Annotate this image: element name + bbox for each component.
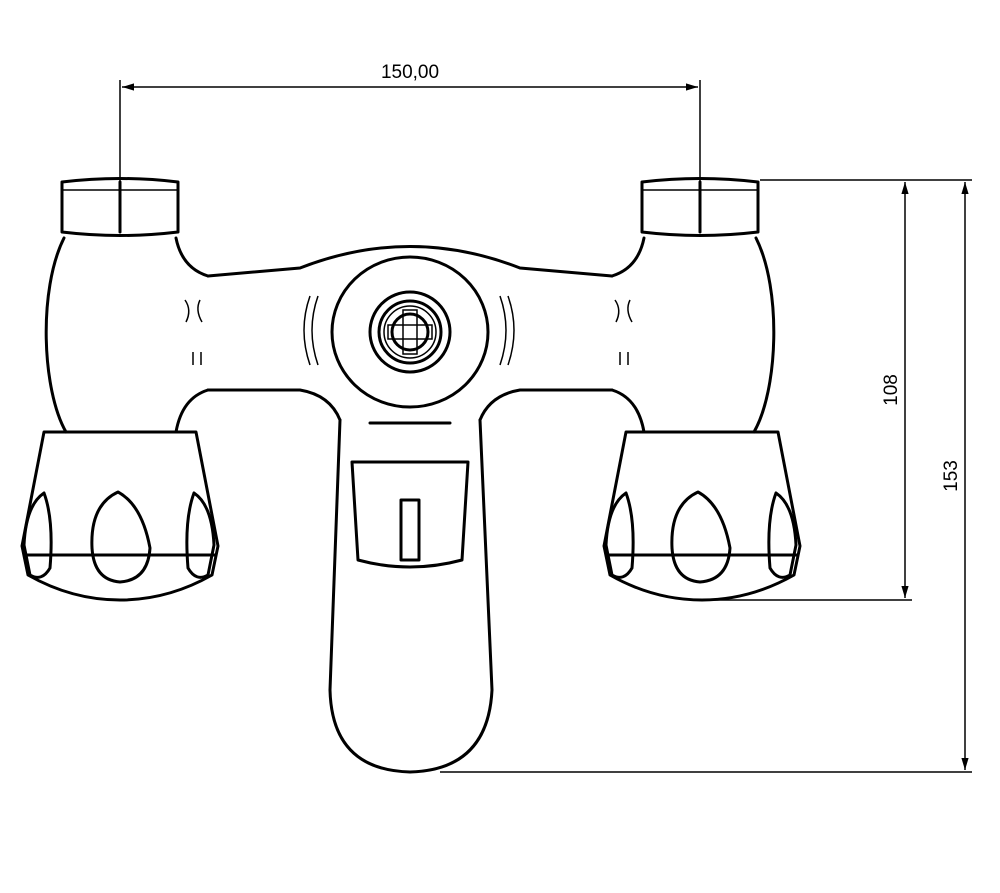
bridge-bottom-right [478, 388, 614, 422]
center-fitting-core [390, 312, 430, 352]
left-handle-grip-left [22, 491, 53, 579]
center-fitting-outer [368, 290, 452, 374]
right-handle [602, 430, 802, 602]
right-handle-grip-right [767, 491, 798, 579]
left-valve [20, 177, 220, 602]
inner-height-dimension-label: 108 [881, 374, 902, 406]
spout-outline [328, 418, 494, 774]
right-valve [602, 177, 802, 602]
left-handle [20, 430, 220, 602]
center-outer-ring [330, 255, 490, 409]
dimension-outer-height: 153 [440, 182, 972, 773]
central-bridge [206, 245, 614, 425]
bridge-bottom-left [206, 388, 342, 422]
aerator-housing [350, 460, 470, 569]
center-fitting-middle [377, 299, 443, 365]
dimension-inner-height: 108 [700, 179, 972, 601]
right-hex-nut [640, 177, 760, 237]
right-body-outline [752, 236, 776, 434]
outer-height-dimension-label: 153 [941, 460, 962, 492]
left-body-outline [44, 236, 68, 434]
aerator-slot [399, 498, 421, 562]
width-dimension-label: 150,00 [381, 62, 439, 83]
right-handle-grip-center [670, 490, 732, 584]
left-hex-nut [60, 177, 180, 237]
bridge-top-outline [206, 245, 614, 278]
left-handle-grip-right [185, 491, 216, 579]
spout [328, 418, 494, 774]
left-handle-grip-center [90, 490, 152, 584]
dimension-width: 150,00 [119, 62, 701, 182]
right-handle-grip-left [604, 491, 635, 579]
